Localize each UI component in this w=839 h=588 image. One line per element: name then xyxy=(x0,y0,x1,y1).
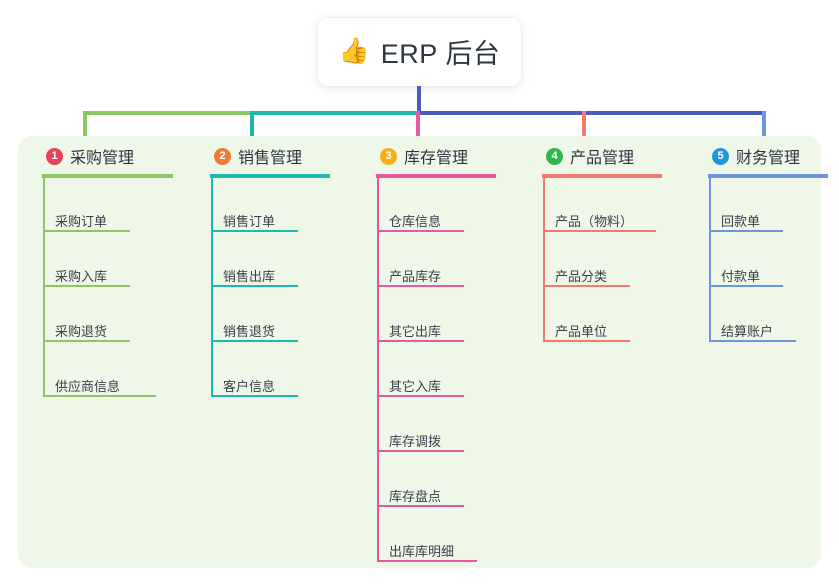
branch-badge-4: 4 xyxy=(546,147,563,165)
bus-segment-1 xyxy=(83,111,252,115)
bus-drop-2 xyxy=(250,111,254,144)
root-node-title: ERP 后台 xyxy=(380,38,501,69)
leaf-rule xyxy=(43,230,130,232)
branch-title-5: 财务管理 xyxy=(736,150,801,167)
leaf-rule xyxy=(377,285,464,287)
bus-drop-1 xyxy=(83,111,87,144)
leaf-item[interactable]: 仓库信息 xyxy=(389,214,442,229)
leaf-item[interactable]: 其它入库 xyxy=(389,379,442,394)
leaf-item[interactable]: 其它出库 xyxy=(389,324,442,339)
branch-stem-5 xyxy=(709,178,711,340)
leaf-rule xyxy=(543,285,630,287)
branch-badge-2: 2 xyxy=(214,147,231,165)
leaf-rule xyxy=(43,395,156,397)
leaf-item[interactable]: 库存调拨 xyxy=(389,434,442,449)
branch-title-4: 产品管理 xyxy=(570,150,635,167)
branch-header-rule-4 xyxy=(542,174,662,178)
leaf-rule xyxy=(709,230,783,232)
root-node-card[interactable]: 👍 ERP 后台 xyxy=(318,18,521,86)
branch-title-3: 库存管理 xyxy=(404,150,469,167)
leaf-item[interactable]: 产品库存 xyxy=(389,269,442,284)
leaf-rule xyxy=(709,340,796,342)
branch-header-3[interactable]: 3 库存管理 xyxy=(362,144,468,168)
branch-title-1: 采购管理 xyxy=(70,150,135,167)
branch-header-2[interactable]: 2 销售管理 xyxy=(196,144,302,168)
bus-segment-4 xyxy=(584,111,766,115)
leaf-item[interactable]: 销售订单 xyxy=(223,214,276,229)
branch-stem-3 xyxy=(377,178,379,560)
branch-badge-3: 3 xyxy=(380,147,397,165)
bus-drop-5 xyxy=(762,111,766,144)
leaf-item[interactable]: 回款单 xyxy=(721,214,761,229)
leaf-rule xyxy=(211,395,298,397)
branch-column-2: 2 销售管理销售订单销售出库销售退货客户信息 xyxy=(196,144,330,397)
branch-header-rule-1 xyxy=(42,174,173,178)
leaf-rule xyxy=(377,395,464,397)
branch-column-1: 1 采购管理采购订单采购入库采购退货供应商信息 xyxy=(28,144,173,397)
leaf-item[interactable]: 结算账户 xyxy=(721,324,774,339)
root-node-content: 👍 ERP 后台 xyxy=(339,32,501,71)
trunk-connector xyxy=(417,86,421,114)
leaf-item[interactable]: 供应商信息 xyxy=(55,379,121,394)
leaf-item[interactable]: 产品（物料） xyxy=(555,214,634,229)
leaf-rule xyxy=(43,285,130,287)
leaf-item[interactable]: 销售出库 xyxy=(223,269,276,284)
branch-badge-5: 5 xyxy=(712,147,729,165)
leaf-item[interactable]: 采购入库 xyxy=(55,269,108,284)
branch-column-5: 5 财务管理回款单付款单结算账户 xyxy=(694,144,828,342)
leaf-item[interactable]: 客户信息 xyxy=(223,379,276,394)
leaf-rule xyxy=(377,560,477,562)
leaf-rule xyxy=(543,340,630,342)
leaf-rule xyxy=(377,505,464,507)
leaf-item[interactable]: 采购退货 xyxy=(55,324,108,339)
bus-segment-3 xyxy=(418,111,584,115)
branch-column-3: 3 库存管理仓库信息产品库存其它出库其它入库库存调拨库存盘点出库库明细 xyxy=(362,144,496,562)
leaf-item[interactable]: 库存盘点 xyxy=(389,489,442,504)
branch-title-2: 销售管理 xyxy=(238,150,303,167)
leaf-rule xyxy=(43,340,130,342)
leaf-item[interactable]: 产品分类 xyxy=(555,269,608,284)
leaf-rule xyxy=(709,285,783,287)
leaf-rule xyxy=(543,230,656,232)
leaf-rule xyxy=(377,340,464,342)
leaf-item[interactable]: 付款单 xyxy=(721,269,761,284)
branch-badge-1: 1 xyxy=(46,147,63,165)
branch-column-4: 4 产品管理产品（物料） 产品分类产品单位 xyxy=(528,144,662,342)
leaf-rule xyxy=(377,450,464,452)
branch-header-rule-2 xyxy=(210,174,330,178)
leaf-item[interactable]: 出库库明细 xyxy=(389,544,455,559)
leaf-rule xyxy=(211,230,298,232)
bus-drop-4 xyxy=(582,111,586,144)
leaf-item[interactable]: 销售退货 xyxy=(223,324,276,339)
thumbs-up-icon: 👍 xyxy=(338,36,370,65)
branch-stem-4 xyxy=(543,178,545,340)
leaf-item[interactable]: 采购订单 xyxy=(55,214,108,229)
branch-header-rule-5 xyxy=(708,174,828,178)
branches-panel xyxy=(18,136,821,568)
branch-header-1[interactable]: 1 采购管理 xyxy=(28,144,134,168)
leaf-rule xyxy=(211,285,298,287)
bus-drop-3 xyxy=(416,111,420,144)
leaf-rule xyxy=(377,230,464,232)
bus-segment-2 xyxy=(252,111,418,115)
leaf-item[interactable]: 产品单位 xyxy=(555,324,608,339)
branch-header-rule-3 xyxy=(376,174,496,178)
branch-header-4[interactable]: 4 产品管理 xyxy=(528,144,634,168)
leaf-rule xyxy=(211,340,298,342)
branch-header-5[interactable]: 5 财务管理 xyxy=(694,144,800,168)
